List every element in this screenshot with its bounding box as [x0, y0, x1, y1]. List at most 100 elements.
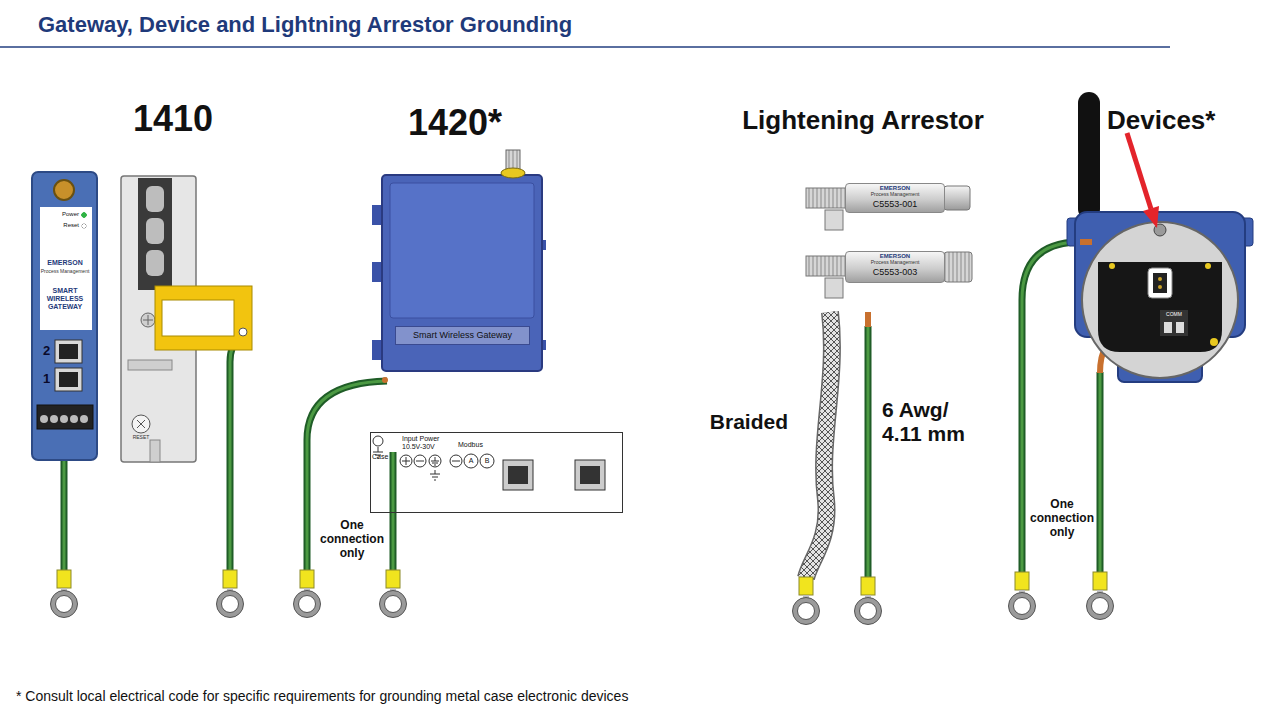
terminal-panel-parts: [416, 461, 424, 462]
terminal-panel-parts: [450, 455, 462, 467]
terminal-panel-parts: [508, 466, 528, 484]
gateway-1420: [372, 150, 546, 383]
ground-wire: [307, 381, 387, 572]
braided-strap: [806, 312, 832, 578]
terminal-panel-parts: [402, 457, 410, 465]
node-text: Process Management: [846, 192, 944, 198]
din-rail: [162, 300, 234, 336]
ground-wire: [867, 326, 870, 579]
ring-terminal: [855, 577, 882, 625]
ring-terminal: [380, 570, 407, 618]
arrestor-body: EMERSONProcess ManagementC5553-001: [845, 183, 945, 213]
gateway-nameplate: Smart Wireless Gateway: [395, 326, 530, 345]
din-rail: [239, 328, 247, 336]
node-text: EMERSON: [40, 259, 90, 267]
button-label: RESET: [126, 435, 156, 441]
lightning-arrestor: [806, 256, 846, 276]
gateway-1420: [390, 183, 534, 318]
ring-terminal: [793, 577, 820, 625]
title-rule: [0, 46, 1170, 48]
terminal-panel-parts: [373, 436, 605, 490]
product-heading: Lightening Arrestor: [713, 106, 1013, 136]
gateway-1410: [32, 172, 97, 460]
din-rail: [155, 286, 252, 350]
wire-label: Braided: [688, 410, 788, 434]
wireless-device: [1158, 285, 1162, 289]
gateway-1420: [506, 150, 520, 170]
terminal-panel-parts: [429, 455, 441, 467]
wireless-device: [1153, 273, 1167, 293]
terminal-panel-parts: [464, 454, 478, 468]
node-text: SMART WIRELESS GATEWAY: [40, 287, 90, 311]
wireless-device: [1158, 277, 1162, 281]
ring-terminal: [1087, 572, 1114, 620]
ring-terminal: [51, 570, 78, 618]
port-number: 1: [43, 372, 50, 387]
lightning-arrestor: [825, 210, 843, 230]
lightning-arrestor: [806, 188, 846, 208]
gateway-1410: [54, 180, 74, 200]
wireless-device: [1078, 92, 1100, 220]
note: One connection only: [1029, 498, 1095, 539]
wireless-device: [1143, 206, 1159, 228]
din-clip: [141, 313, 155, 327]
ground-wire: [865, 312, 871, 327]
product-heading: Devices*: [1107, 106, 1215, 136]
terminal-panel-parts: [373, 436, 383, 446]
node-text: Input Power 10.5V-30V: [402, 435, 448, 450]
node-text: Modbus: [458, 441, 483, 449]
terminal-panel-parts: [580, 466, 600, 484]
ground-wire: [230, 337, 240, 572]
gateway-1420: [382, 175, 542, 371]
din-clip: [143, 315, 153, 325]
gateway-1420: [501, 168, 525, 178]
node-text: Smart Wireless Gateway: [396, 330, 529, 340]
gateway-1410: [59, 372, 78, 387]
din-rail: [155, 286, 252, 350]
wireless-device: [1109, 263, 1115, 269]
gateway-label-panel: PowerResetEMERSONProcess ManagementSMART…: [40, 207, 92, 330]
gateway-1410: [55, 368, 82, 391]
braided-strap: [806, 312, 832, 578]
wire-size: 6 Awg/ 4.11 mm: [882, 398, 974, 446]
node-text: EMERSON: [846, 185, 944, 192]
wireless-device: [1127, 133, 1151, 209]
terminal-panel-parts: [400, 455, 412, 467]
wireless-device: [1160, 310, 1188, 336]
node-text: Reset: [48, 222, 79, 229]
port-number: 2: [43, 344, 50, 359]
terminal-panel-parts: [431, 457, 439, 465]
wireless-device: [1164, 322, 1172, 333]
terminal-panel-parts: [414, 455, 426, 467]
node-text: Case: [372, 453, 388, 461]
wireless-device: [1210, 338, 1218, 346]
ground-wire: [1099, 372, 1102, 574]
din-clip: [128, 360, 172, 370]
gateway-1410: [55, 340, 82, 363]
wireless-device: [1176, 322, 1184, 333]
note: One connection only: [319, 519, 385, 560]
title-rule: [0, 46, 1170, 48]
terminal-panel-parts: [575, 460, 605, 490]
lightning-arrestor: [944, 186, 970, 210]
din-clip: [137, 420, 145, 428]
din-clip: [150, 440, 160, 462]
arrestor-body: EMERSONProcess ManagementC5553-003: [845, 251, 945, 283]
wireless-device: [1098, 262, 1222, 352]
ring-terminal: [1009, 572, 1036, 620]
ground-wire: [307, 381, 387, 572]
gateway-1410: [37, 405, 93, 429]
lightning-arrestor: [825, 278, 843, 298]
gateway-1420: [382, 377, 388, 383]
node-text: Process Management: [40, 269, 90, 275]
node-text: Process Management: [846, 260, 944, 266]
footnote: * Consult local electrical code for spec…: [16, 688, 628, 704]
switch-label: COMM: [1160, 312, 1188, 318]
product-heading: 1420*: [355, 102, 555, 143]
braided-strap: [806, 312, 832, 578]
node-text: C5553-003: [846, 267, 944, 277]
terminal-letter: B: [481, 456, 493, 465]
gateway-1410: [60, 415, 68, 423]
terminal-panel-parts: [480, 454, 494, 468]
